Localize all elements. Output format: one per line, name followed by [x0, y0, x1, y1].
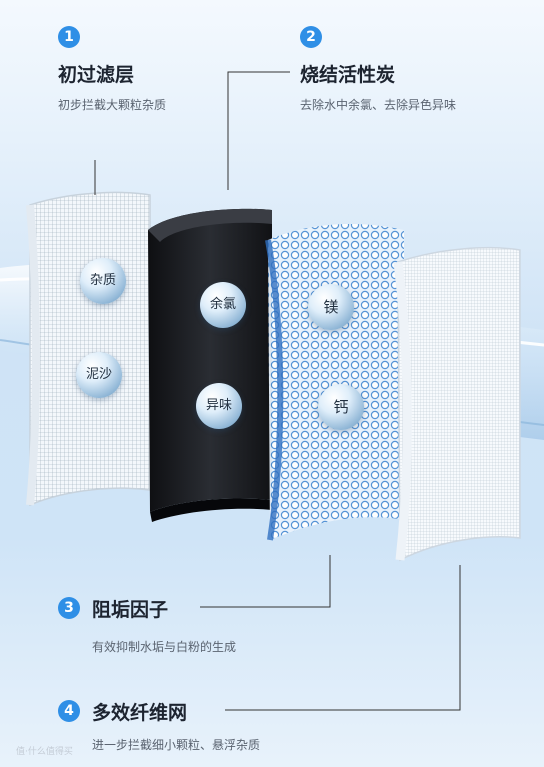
layer-2-carbon	[148, 208, 272, 522]
leader-lines	[94, 71, 461, 711]
step-3-title: 阻垢因子	[92, 599, 169, 621]
bubble-odor: 异味	[196, 383, 242, 429]
step-1-title: 初过滤层	[58, 64, 135, 86]
watermark: 值·什么值得买	[16, 747, 73, 757]
step-3-number-badge: 3	[58, 597, 80, 619]
layer-1-mesh	[26, 191, 151, 507]
step-4-desc: 进一步拦截细小颗粒、悬浮杂质	[92, 738, 261, 752]
step-4-title: 多效纤维网	[92, 702, 188, 724]
step-1-desc: 初步拦截大颗粒杂质	[58, 98, 167, 112]
bubble-magnesium: 镁	[308, 284, 354, 330]
bubble-calcium: 钙	[318, 384, 364, 430]
step-4-number-badge: 4	[58, 700, 80, 722]
bubble-sand: 泥沙	[76, 352, 122, 398]
layer-4-fiber	[393, 247, 521, 562]
step-3-desc: 有效抑制水垢与白粉的生成	[92, 640, 237, 654]
step-2-number-badge: 2	[300, 26, 322, 48]
step-2-desc: 去除水中余氯、去除异色异味	[300, 98, 457, 112]
bubble-chlorine: 余氯	[200, 282, 246, 328]
bubble-impurity: 杂质	[80, 258, 126, 304]
step-2-title: 烧结活性炭	[300, 64, 396, 86]
layer-3-beads	[265, 224, 404, 541]
step-1-number-badge: 1	[58, 26, 80, 48]
